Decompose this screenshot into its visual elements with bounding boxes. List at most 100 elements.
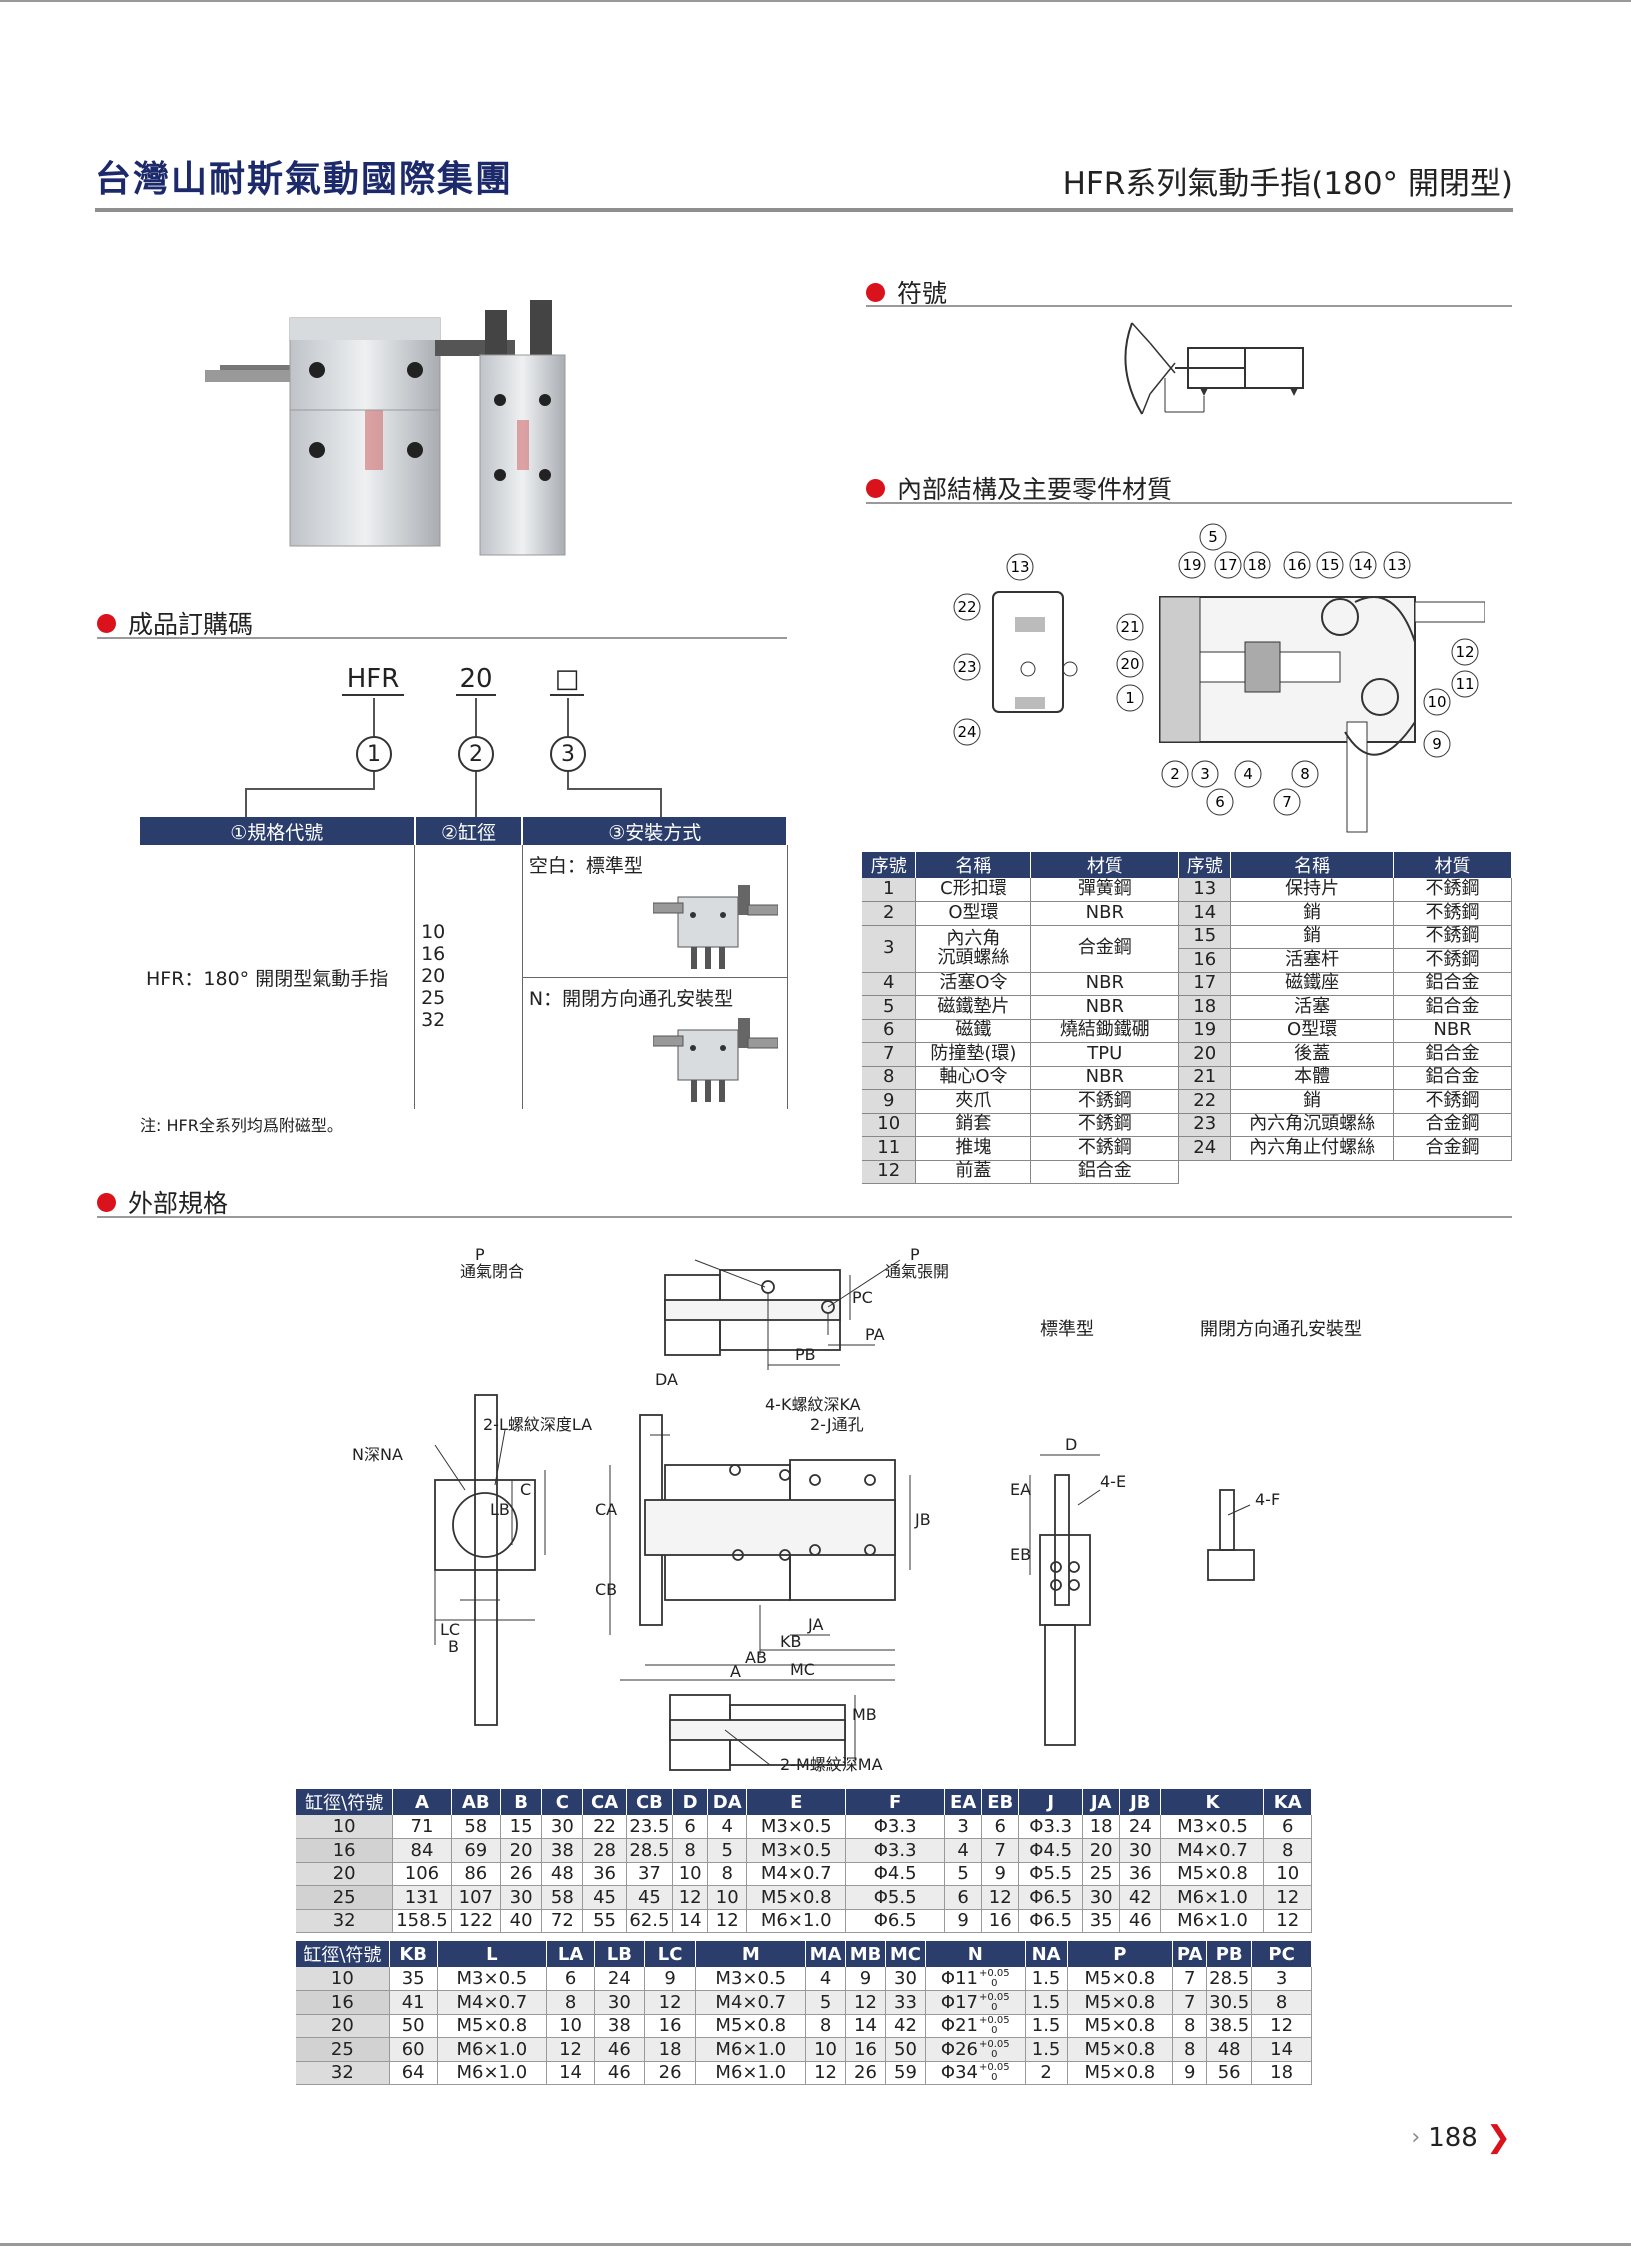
spec-cell: 33 — [885, 1990, 926, 2015]
tolerance-lower: 0 — [991, 2025, 998, 2037]
spec-cell: M6×1.0 — [437, 2061, 548, 2085]
parts-header-material: 材質 — [1030, 852, 1180, 878]
bore-10: 10 — [421, 921, 446, 944]
spec-cell: 122 — [451, 1909, 502, 1933]
svg-text:14: 14 — [1353, 556, 1372, 574]
label-pa: PA — [865, 1325, 885, 1344]
spec-header-cell: PC — [1251, 1941, 1312, 1967]
spec-cell: 131 — [392, 1885, 452, 1910]
spec-value: Φ26 — [940, 2038, 978, 2060]
spec-header-cell: A — [392, 1789, 452, 1815]
spec-cell: 10 — [707, 1885, 748, 1910]
spec-header-cell: LA — [546, 1941, 595, 1967]
code-part-3: □ — [550, 664, 584, 696]
tolerance-upper: +0.05 — [978, 1991, 1010, 2003]
tolerance-lower: 0 — [991, 1978, 998, 1989]
svg-text:17: 17 — [1218, 556, 1237, 574]
svg-text:19: 19 — [1182, 556, 1201, 574]
parts-header-material-2: 材質 — [1393, 852, 1512, 878]
parts-empty — [1179, 1160, 1231, 1184]
parts-name: 保持片 — [1230, 878, 1395, 902]
label-e4: 4-E — [1100, 1472, 1126, 1491]
bore-32: 32 — [421, 1008, 446, 1031]
spec-cell: Φ3.3 — [1018, 1815, 1084, 1839]
spec-cell: Φ4.5 — [845, 1862, 946, 1886]
spec-cell: 1.5 — [1025, 1967, 1068, 1991]
spec-cell: 50 — [885, 2037, 926, 2062]
spec-cell: 10 — [1263, 1862, 1312, 1886]
internal-structure-diagram: 13 22 23 24 5 19 17 18 16 15 14 13 21 20… — [953, 523, 1485, 833]
spec-header-cell: 缸徑\符號 — [296, 1789, 394, 1815]
parts-name: 磁鐵 — [915, 1019, 1032, 1043]
bullet-icon — [97, 613, 116, 633]
svg-text:10: 10 — [1427, 693, 1446, 711]
bore-16: 16 — [421, 943, 446, 966]
label-ja: JA — [807, 1615, 823, 1634]
parts-name: 活塞杆 — [1230, 948, 1395, 973]
svg-text:2: 2 — [1170, 765, 1180, 783]
spec-cell: 9 — [845, 1967, 886, 1991]
bullet-icon — [866, 282, 885, 302]
spec-cell: 6 — [944, 1885, 983, 1910]
parts-no: 16 — [1178, 948, 1232, 973]
svg-text:1: 1 — [1125, 689, 1135, 707]
spec-cell: 8 — [1172, 2037, 1208, 2062]
bore-cell: 16 — [296, 1990, 390, 2015]
spec-cell: 46 — [1119, 1909, 1162, 1933]
parts-no: 7 — [862, 1042, 917, 1067]
spec-header-cell: JB — [1119, 1789, 1162, 1815]
svg-text:16: 16 — [1287, 556, 1306, 574]
svg-text:4: 4 — [1243, 765, 1253, 783]
spec-header-cell: MB — [845, 1941, 886, 1967]
spec-cell: 36 — [1119, 1862, 1162, 1886]
parts-material: 不銹鋼 — [1030, 1089, 1180, 1114]
spec-cell: 12 — [1251, 2014, 1312, 2038]
spec-cell: 16 — [644, 2014, 697, 2038]
spec-header-cell: D — [672, 1789, 709, 1815]
parts-no: 3 — [862, 925, 917, 973]
spec-header-cell: M — [695, 1941, 807, 1967]
spec-header-cell: DA — [707, 1789, 748, 1815]
spec-cell: M6×1.0 — [746, 1909, 847, 1933]
parts-no: 2 — [862, 901, 917, 926]
parts-name: 銷套 — [915, 1113, 1032, 1137]
spec-cell: 12 — [546, 2037, 595, 2062]
tolerance-upper: +0.05 — [978, 1968, 1010, 1979]
spec-cell: 55 — [582, 1909, 627, 1933]
parts-no: 21 — [1178, 1066, 1232, 1090]
spec-header-cell: N — [925, 1941, 1026, 1967]
circle-marker-3: 3 — [550, 736, 586, 772]
label-k-thread: 4-K螺紋深KA — [765, 1395, 861, 1414]
spec-header-cell: F — [845, 1789, 946, 1815]
parts-material: 不銹鋼 — [1393, 1089, 1512, 1114]
code-leader-3b — [567, 772, 569, 789]
spec-cell: 7 — [1172, 1967, 1208, 1991]
spec-cell: 1.5 — [1025, 2037, 1068, 2062]
bore-cell: 10 — [296, 1967, 390, 1991]
spec-value: Φ17 — [940, 1991, 978, 2013]
spec-header-cell: MA — [805, 1941, 847, 1967]
parts-no: 1 — [862, 878, 917, 902]
spec-cell: M5×0.8 — [1067, 2014, 1174, 2038]
parts-name: O型環 — [915, 901, 1032, 926]
svg-text:13: 13 — [1387, 556, 1406, 574]
spec-cell: M3×0.5 — [695, 1967, 807, 1991]
spec-cell: M5×0.8 — [695, 2014, 807, 2038]
svg-text:24: 24 — [957, 723, 976, 741]
page-number: › 188 ❯ — [1411, 2120, 1511, 2155]
spec-cell: 5 — [707, 1838, 748, 1863]
spec-header-cell: MC — [885, 1941, 926, 1967]
section-internal-label: 內部結構及主要零件材質 — [897, 475, 1173, 504]
spec-cell: 158.5 — [392, 1909, 452, 1933]
spec-cell: 20 — [1082, 1838, 1121, 1863]
parts-no: 12 — [862, 1160, 917, 1184]
bore-cell: 32 — [296, 2061, 390, 2085]
parts-name: 銷 — [1230, 901, 1395, 926]
svg-text:15: 15 — [1320, 556, 1339, 574]
spec-header-cell: PA — [1172, 1941, 1208, 1967]
spec-cell: 9 — [981, 1862, 1020, 1886]
